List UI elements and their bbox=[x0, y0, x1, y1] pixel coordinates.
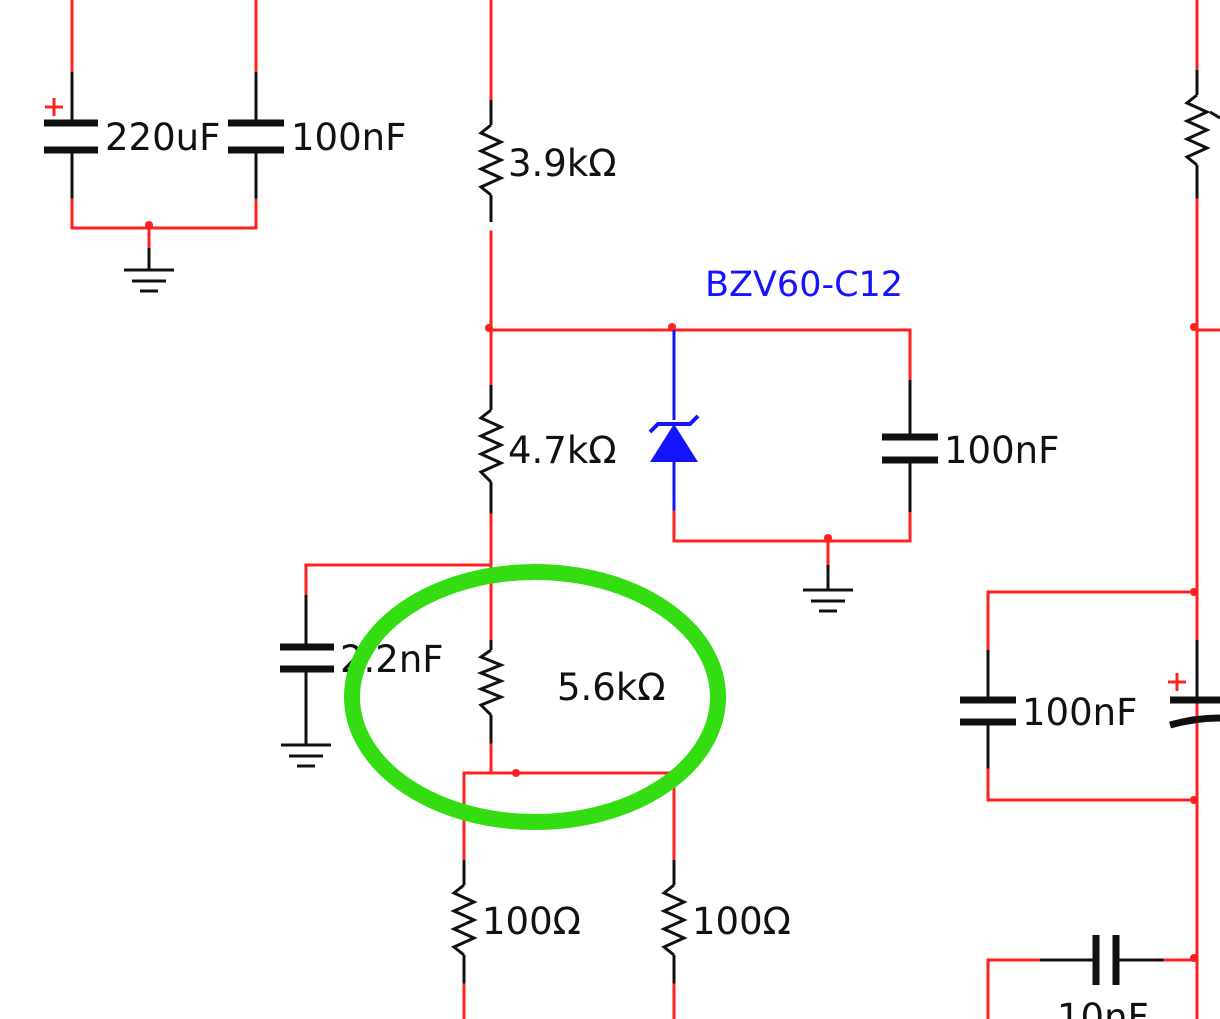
label-r-top: 3.9kΩ bbox=[508, 142, 617, 185]
label-r-right-bottom: 100Ω bbox=[692, 900, 791, 943]
right-rail bbox=[1183, 0, 1220, 1019]
label-r-circled: 5.6kΩ bbox=[557, 666, 666, 709]
zener-section: BZV60-C12 100nF bbox=[489, 265, 1059, 613]
zener-diode-icon bbox=[648, 414, 700, 462]
highlight-ellipse bbox=[344, 564, 726, 830]
bulk-capacitor-group: 220uF 100nF bbox=[44, 0, 406, 293]
ground-icon bbox=[281, 743, 331, 768]
resistor-r-circled: 5.6kΩ bbox=[476, 563, 666, 775]
label-c-bypass-top: 100nF bbox=[291, 116, 406, 159]
label-zener-part: BZV60-C12 bbox=[705, 265, 903, 305]
capacitor-right: 100nF bbox=[960, 588, 1220, 804]
capacitor-bottom-right: 10nF bbox=[986, 935, 1199, 1019]
ground-icon bbox=[124, 268, 174, 293]
resistor-r-mid: 4.7kΩ bbox=[477, 328, 617, 567]
label-c-bottom-right: 10nF bbox=[1057, 996, 1149, 1019]
label-r-left-bottom: 100Ω bbox=[482, 900, 581, 943]
ground-icon bbox=[803, 588, 853, 613]
bottom-resistor-pair: 100Ω 100Ω bbox=[450, 769, 791, 1019]
label-c-bulk: 220uF bbox=[105, 116, 220, 159]
capacitor-small: 2.2nF bbox=[280, 563, 493, 768]
label-c-zener: 100nF bbox=[944, 429, 1059, 472]
resistor-r-top: 3.9kΩ bbox=[477, 0, 617, 332]
label-c-right: 100nF bbox=[1022, 691, 1137, 734]
label-r-mid: 4.7kΩ bbox=[508, 429, 617, 472]
